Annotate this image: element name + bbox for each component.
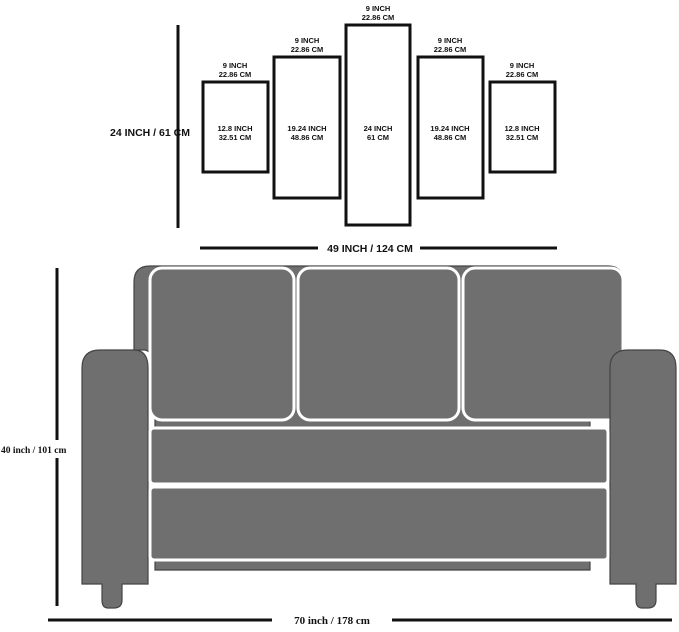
panel-5: 9 INCH 22.86 CM 12.8 INCH 32.51 CM [488,61,557,174]
back-cushion-left [148,266,296,422]
sofa-height-label: 40 inch / 101 cm [1,446,67,456]
panel-5-width-cm: 22.86 CM [506,70,539,79]
sofa-left-arm [81,349,149,609]
panel-4-height-inch: 19.24 INCH [430,124,469,133]
panel-3-height-inch: 24 INCH [364,124,393,133]
panel-3-frame [344,23,412,227]
panel-3: 9 INCH 22.86 CM 24 INCH 61 CM [344,4,412,227]
panel-1: 9 INCH 22.86 CM 12.8 INCH 32.51 CM [201,61,270,174]
panel-4-width-inch: 9 INCH [438,36,463,45]
sofa-width-label: 70 inch / 178 cm [294,615,370,627]
seat-cushion-bottom [148,485,610,562]
panel-2-height-inch: 19.24 INCH [287,124,326,133]
panel-3-width-cm: 22.86 CM [362,13,395,22]
panel-4-height-cm: 48.86 CM [434,133,467,142]
panel-1-height-inch: 12.8 INCH [217,124,252,133]
panel-5-height-inch: 12.8 INCH [504,124,539,133]
panel-5-frame [488,80,557,174]
panel-3-height-cm: 61 CM [367,133,389,142]
panel-2-height-cm: 48.86 CM [291,133,324,142]
sofa [81,265,677,609]
panel-2: 9 INCH 22.86 CM 19.24 INCH 48.86 CM [272,36,342,200]
panel-2-width-cm: 22.86 CM [291,45,324,54]
panel-4: 9 INCH 22.86 CM 19.24 INCH 48.86 CM [416,36,485,200]
back-cushion-middle [296,266,461,422]
panel-1-width-cm: 22.86 CM [219,70,252,79]
panel-5-height-cm: 32.51 CM [506,133,539,142]
panel-4-frame [416,55,485,200]
panel-2-width-inch: 9 INCH [295,36,320,45]
back-cushion-right [461,266,625,422]
panel-5-width-inch: 9 INCH [510,61,535,70]
panel-1-frame [201,80,270,174]
panel-1-width-inch: 9 INCH [223,61,248,70]
panel-4-width-cm: 22.86 CM [434,45,467,54]
sofa-right-arm [609,349,677,609]
artwork-height-label: 24 INCH / 61 CM [110,127,190,139]
panel-1-height-cm: 32.51 CM [219,133,252,142]
artwork-width-label: 49 INCH / 124 CM [327,243,413,255]
panel-2-frame [272,55,342,200]
panel-3-width-inch: 9 INCH [366,4,391,13]
seat-cushion-top [148,426,610,486]
